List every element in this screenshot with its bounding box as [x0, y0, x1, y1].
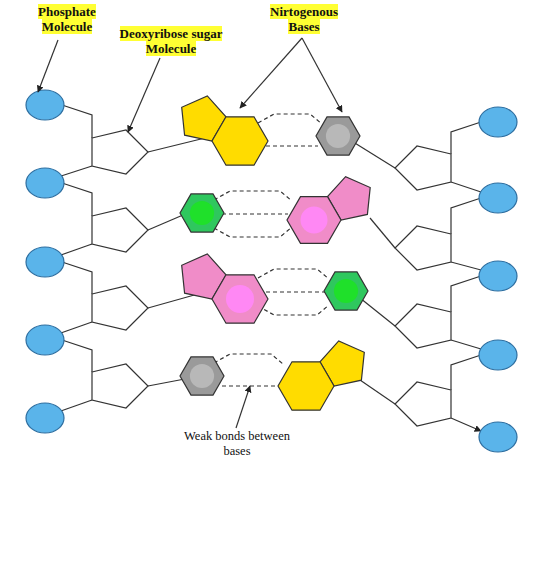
base-core: [190, 201, 214, 225]
label-box: Nirtogenous Bases: [255, 4, 353, 34]
leader-arrow: [38, 40, 58, 92]
leader-arrow: [236, 386, 250, 428]
sugar-base-bond: [350, 140, 395, 168]
backbone-line: [451, 198, 481, 234]
backbone-line: [62, 340, 92, 372]
pyrimidine-base: [180, 357, 224, 395]
leader-arrow: [240, 38, 302, 108]
phosphate-circle: [479, 261, 517, 291]
backbone-line: [451, 418, 481, 431]
deoxyribose-sugar: [92, 208, 148, 252]
phosphate-circle: [26, 403, 64, 433]
phosphate-circle: [26, 90, 64, 120]
phosphate-circle: [479, 183, 517, 213]
label-box: Deoxyribose sugar Molecule: [114, 26, 228, 56]
base-core: [301, 207, 328, 234]
base-core: [326, 124, 350, 148]
hydrogen-bond: [258, 114, 322, 124]
hydrogen-bond: [266, 145, 318, 146]
backbone-line: [58, 166, 92, 177]
pyrimidine-base: [324, 272, 368, 310]
backbone-line: [451, 276, 481, 312]
deoxyribose-sugar: [92, 286, 148, 330]
hydrogen-bond: [214, 191, 292, 201]
hydrogen-bond: [222, 213, 288, 214]
backbone-line: [451, 122, 481, 154]
deoxyribose-sugar: [395, 382, 451, 426]
phosphate-circle: [26, 325, 64, 355]
purine-base: [212, 275, 268, 323]
purine-base: [287, 197, 341, 244]
deoxyribose-sugar: [92, 130, 148, 174]
backbone-line: [58, 244, 92, 256]
deoxyribose-sugar: [395, 146, 451, 190]
hydrogen-bond: [214, 354, 283, 364]
part-label: Phosphate Molecule: [38, 4, 96, 34]
pyrimidine-base: [316, 117, 360, 155]
hydrogen-bond: [258, 269, 329, 279]
deoxyribose-sugar: [395, 304, 451, 348]
leader-lines: [38, 38, 342, 428]
purine-base: [278, 362, 334, 410]
backbone-line: [451, 262, 481, 270]
backbone-line: [451, 355, 481, 390]
sugar-base-bond: [148, 138, 205, 152]
sugar-base-bond: [370, 218, 395, 248]
purine-base: [212, 117, 268, 165]
hydrogen-bond: [222, 385, 279, 386]
backbone-line: [62, 183, 92, 216]
label-box: Weak bonds between bases: [182, 429, 292, 459]
phosphate-circle: [479, 422, 517, 452]
base-core: [334, 279, 358, 303]
backbone-line: [62, 262, 92, 294]
hydrogen-bond: [258, 305, 329, 315]
pyrimidine-base: [180, 194, 224, 232]
leader-arrow: [128, 58, 160, 132]
backbone-line: [58, 400, 92, 412]
base-core: [226, 285, 254, 313]
phosphate-circle: [479, 107, 517, 137]
phosphate-circle: [26, 247, 64, 277]
part-label: Nirtogenous Bases: [270, 4, 338, 34]
sugar-base-bond: [360, 380, 395, 404]
backbone-line: [62, 105, 92, 138]
hydrogen-bond: [266, 291, 325, 292]
deoxyribose-sugar: [92, 364, 148, 408]
deoxyribose-sugar: [395, 226, 451, 270]
base-core: [190, 364, 214, 388]
backbone: [26, 90, 517, 452]
backbone-line: [58, 322, 92, 334]
phosphate-circle: [479, 340, 517, 370]
label-box: Phosphate Molecule: [28, 4, 106, 34]
nitrogenous-bases: [180, 96, 370, 410]
part-label: Deoxyribose sugar Molecule: [120, 26, 223, 56]
part-label: Weak bonds between bases: [184, 429, 290, 458]
hydrogen-bond: [214, 227, 292, 237]
backbone-line: [451, 340, 481, 349]
phosphate-circle: [26, 168, 64, 198]
backbone-line: [451, 182, 481, 192]
leader-arrow: [302, 38, 342, 112]
